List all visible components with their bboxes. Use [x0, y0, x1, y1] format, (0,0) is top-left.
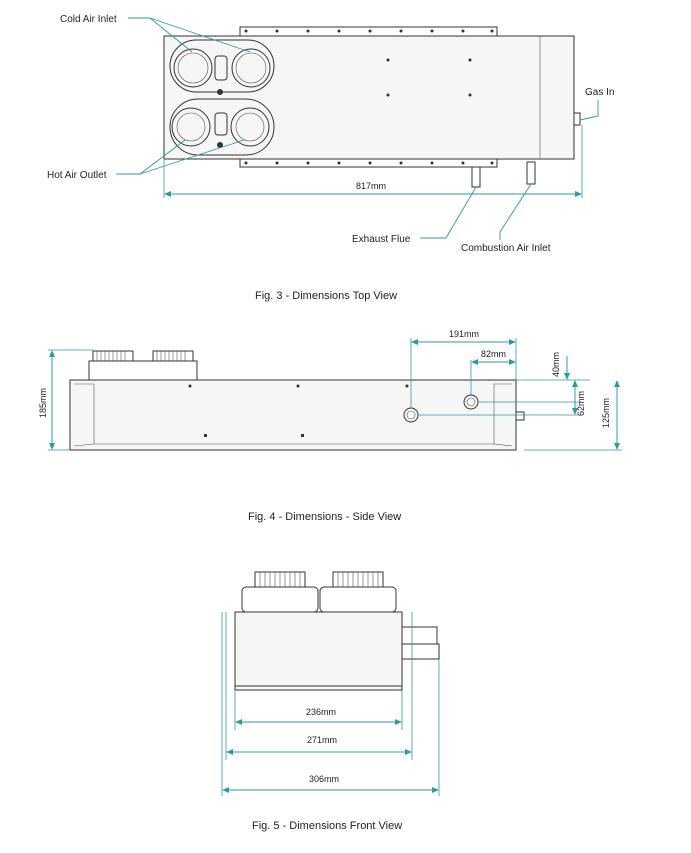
hot-air-leader-b [139, 139, 245, 175]
hot-air-outlet-left [171, 107, 211, 147]
cold-air-inlet-right [231, 48, 271, 88]
flange-holes [244, 29, 494, 165]
front-pipe-upper [401, 626, 438, 645]
hot-air-outlet-left-inner [176, 112, 206, 142]
center-fitting-top [214, 55, 228, 81]
exhaust-flue-leader [420, 186, 477, 239]
dim-185-label: 185mm [38, 388, 48, 418]
hot-air-outlet-label: Hot Air Outlet [47, 170, 107, 181]
exhaust-flue-pipe [471, 166, 481, 188]
dim-125-label: 125mm [601, 398, 611, 428]
combustion-air-pipe [526, 161, 536, 185]
front-fan-fins [259, 572, 379, 587]
dim-40-label: 40mm [551, 352, 561, 377]
front-fan-housing-right [319, 586, 397, 613]
combustion-air-inlet-label: Combustion Air Inlet [461, 243, 551, 254]
side-view: 185mm 191mm 82mm 40mm 62mm 125mm Fig. 4 [38, 329, 622, 523]
side-bevel-right [493, 383, 513, 447]
dim-191-label: 191mm [449, 329, 479, 339]
exhaust-flue-label: Exhaust Flue [352, 234, 411, 245]
top-view: Cold Air Inlet Gas In Hot Air Outlet 817… [47, 14, 614, 302]
cold-air-inlet-left-inner [177, 52, 209, 84]
gas-in-stub [573, 112, 581, 126]
front-body-base [234, 685, 403, 691]
front-view: 236mm 271mm 306mm Fig. 5 - Dimensions Fr… [221, 571, 440, 832]
cold-air-leader-b [149, 17, 251, 53]
fig3-caption: Fig. 3 - Dimensions Top View [255, 290, 397, 302]
hot-air-housing [169, 98, 275, 156]
center-knob-lower [217, 142, 223, 148]
dim-306-label: 306mm [309, 774, 339, 784]
dim-817-label: 817mm [356, 181, 386, 191]
dim-236-label: 236mm [306, 707, 336, 717]
side-fan-housing [88, 360, 198, 381]
cold-air-inlet-left [173, 48, 213, 88]
dim-82-label: 82mm [481, 349, 506, 359]
top-view-body [163, 35, 575, 160]
combustion-air-leader [499, 183, 532, 240]
cold-air-inlet-right-inner [235, 52, 267, 84]
fig4-caption: Fig. 4 - Dimensions - Side View [248, 511, 401, 523]
hot-air-outlet-right-inner [235, 112, 265, 142]
front-fan-housing-left [241, 586, 319, 613]
gas-in-leader [579, 100, 599, 121]
cold-air-inlet-label: Cold Air Inlet [60, 14, 117, 25]
center-fitting-bottom [214, 112, 228, 136]
dim-271-label: 271mm [307, 735, 337, 745]
side-gas-stub [515, 411, 525, 421]
side-bevel-left [73, 383, 95, 447]
front-body [234, 611, 403, 691]
gas-in-label: Gas In [585, 87, 614, 98]
fig5-caption: Fig. 5 - Dimensions Front View [252, 820, 402, 832]
front-pipe-lower [401, 643, 440, 660]
side-fan-fins [96, 351, 186, 361]
dim-62-label: 62mm [576, 391, 586, 416]
center-knob [217, 89, 223, 95]
hot-air-outlet-right [230, 107, 270, 147]
